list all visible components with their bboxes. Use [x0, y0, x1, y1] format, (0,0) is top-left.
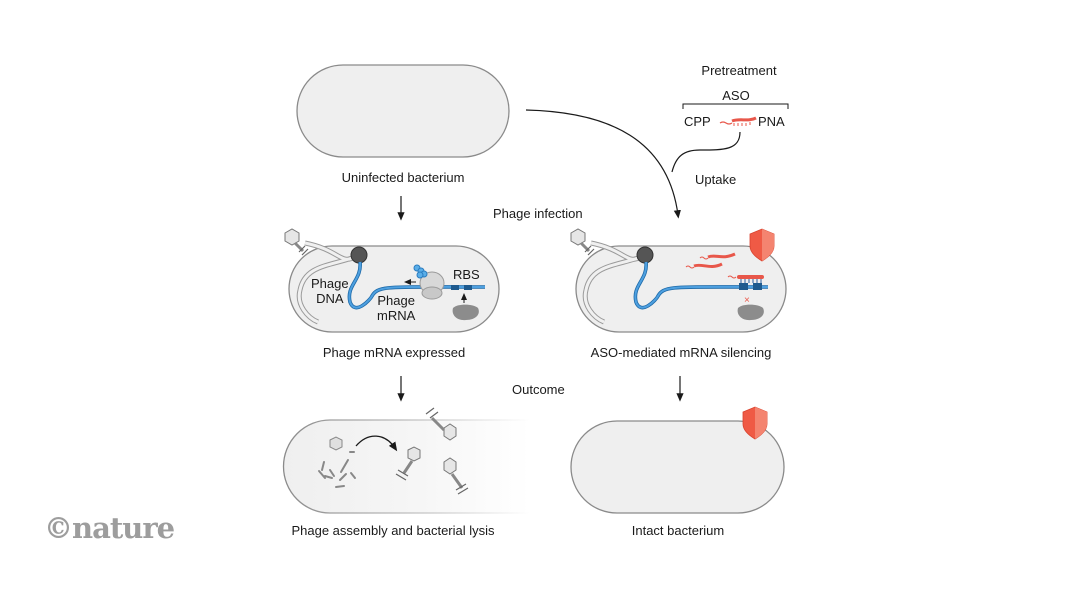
phage-mrna-label: Phage mRNA — [377, 293, 415, 323]
peptide-chain-icon — [413, 264, 428, 279]
ribosome-subunit-icon-2 — [737, 304, 764, 321]
block-mark-icon: × — [744, 295, 750, 306]
uninfected-label: Uninfected bacterium — [341, 170, 465, 185]
assembly-arrow — [355, 435, 398, 452]
intact-bacterium — [570, 420, 785, 514]
rbs-site — [451, 285, 459, 290]
silencing-label: ASO-mediated mRNA silencing — [590, 345, 772, 360]
phage-debris — [318, 436, 356, 488]
free-aso-icon — [685, 252, 736, 269]
released-phage-2 — [425, 407, 457, 441]
expressed-label: Phage mRNA expressed — [322, 345, 466, 360]
phage-dna-strand-2 — [582, 240, 643, 325]
phage-infection-label: Phage infection — [493, 206, 583, 221]
released-phage-1 — [395, 446, 421, 481]
phage-dna-label-line1: Phage — [311, 276, 349, 291]
uptake-connector — [671, 131, 741, 173]
arrow-to-pretreated — [525, 109, 681, 219]
blocked-rbs — [739, 283, 748, 290]
phage-dna-label-line2: DNA — [316, 291, 344, 306]
cpp-label: CPP — [684, 114, 711, 129]
phage-icon-2 — [570, 228, 595, 256]
uptake-label: Uptake — [695, 172, 737, 187]
shield-icon-2 — [742, 406, 768, 440]
intact-label: Intact bacterium — [631, 523, 725, 538]
outcome-label: Outcome — [512, 382, 565, 397]
phage-dna-strand — [296, 240, 357, 325]
pretreatment-label: Pretreatment — [701, 63, 777, 78]
nature-logo: ©nature — [44, 511, 175, 545]
phage-mrna-label-line1: Phage — [377, 293, 415, 308]
aso-bracket — [682, 103, 789, 109]
pna-label: PNA — [758, 114, 785, 129]
bound-aso-icon — [727, 275, 764, 283]
released-phage-3 — [443, 457, 469, 495]
rna-polymerase-icon — [350, 246, 368, 264]
aso-label: ASO — [722, 88, 750, 103]
aso-molecule-icon — [719, 116, 757, 126]
ribosome-subunit-icon — [452, 304, 479, 321]
phage-dna-label: Phage DNA — [311, 276, 349, 306]
ribosome-icon — [419, 271, 445, 300]
shield-icon — [749, 228, 775, 262]
lysis-label: Phage assembly and bacterial lysis — [291, 523, 495, 538]
rbs-label: RBS — [453, 267, 480, 282]
uninfected-bacterium — [296, 64, 510, 158]
phage-icon — [284, 228, 309, 256]
phage-mrna-label-line2: mRNA — [377, 308, 416, 323]
rna-polymerase-icon-2 — [636, 246, 654, 264]
